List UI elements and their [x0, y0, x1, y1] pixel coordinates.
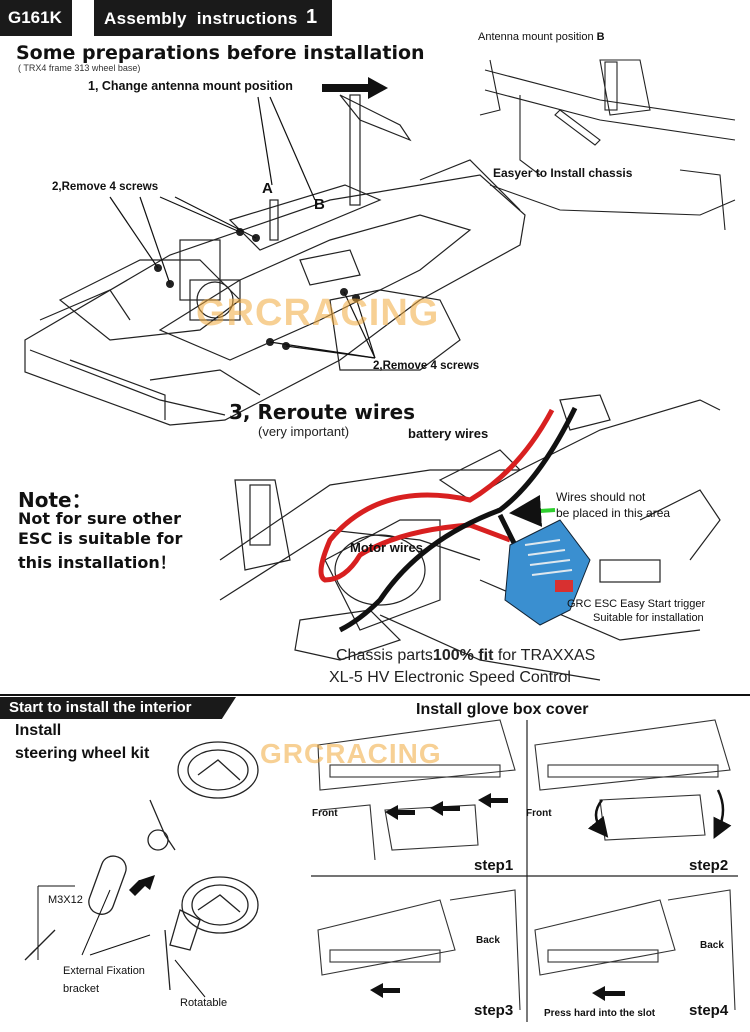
model-code: G161K — [8, 8, 62, 27]
steer-title-line2: steering wheel kit — [15, 745, 150, 762]
note-line2: ESC is suitable for — [18, 529, 183, 548]
green-arrow-icon — [509, 494, 556, 527]
reroute-subtitle: (very important) — [258, 424, 350, 439]
step1-label: step1 — [474, 857, 514, 874]
glove-title: Install glove box cover — [416, 701, 589, 718]
back-label-2: Back — [700, 940, 724, 951]
front-label-1: Front — [312, 808, 338, 819]
esc-line1: GRC ESC Easy Start trigger — [567, 598, 706, 610]
reroute-title: 3, Reroute wires — [229, 400, 416, 424]
press-label: Press hard into the slot — [544, 1008, 656, 1019]
fit-suffix: for TRAXXAS — [493, 647, 596, 664]
header-separator — [72, 0, 94, 36]
step4-label: step4 — [689, 1002, 729, 1019]
step-change-antenna: 1, Change antenna mount position — [88, 79, 293, 93]
label-b: B — [314, 196, 325, 213]
fit-prefix: Chassis parts — [336, 647, 433, 664]
note-title: Note： — [18, 488, 92, 512]
rotatable-label: Rotatable — [180, 997, 228, 1009]
inset-title-letter: B — [596, 31, 605, 43]
front-label-2: Front — [526, 808, 552, 819]
warning-line1: Wires should not — [556, 490, 646, 504]
steer-title-line1: Install — [15, 722, 62, 739]
back-label-1: Back — [476, 935, 500, 946]
inset-b-drawing — [479, 59, 736, 231]
glove-drawings — [317, 719, 736, 1011]
inset-caption: Easyer to Install chassis — [493, 166, 633, 180]
watermark: GRCRACING — [196, 292, 440, 334]
section-divider — [0, 694, 750, 696]
fit-line1: Chassis parts100% fit for TRAXXAS — [336, 647, 595, 665]
step-remove-screws-bottom: 2,Remove 4 screws — [373, 360, 480, 372]
interior-title: Start to install the interior — [9, 699, 192, 716]
motor-wires-label: Motor wires — [350, 540, 423, 555]
screw-size-label: M3X12 — [48, 894, 83, 906]
note-line3: this installation！ — [18, 553, 176, 572]
bracket-label-line1: External Fixation — [63, 965, 145, 977]
section-subtitle: ( TRX4 frame 313 wheel base) — [18, 63, 141, 73]
inset-title-text: Antenna mount position — [478, 31, 597, 43]
red-wire — [318, 408, 555, 583]
fit-line2: XL-5 HV Electronic Speed Control — [329, 669, 571, 686]
page-title: Assembly instructions — [104, 9, 298, 28]
watermark-2: GRCRACING — [260, 738, 442, 769]
chassis-drawing — [24, 94, 526, 426]
section-title: Some preparations before installation — [16, 42, 425, 64]
warning-line2: be placed in this area — [556, 506, 671, 520]
leader-lines — [109, 96, 376, 359]
black-wire — [338, 406, 578, 633]
esc-unit — [504, 519, 591, 626]
esc-line2: Suitable for installation — [593, 612, 704, 624]
step-remove-screws-top: 2,Remove 4 screws — [52, 181, 159, 193]
glove-arrows — [370, 793, 625, 1001]
grc-logo-icon — [703, 10, 735, 42]
note-line1: Not for sure other — [18, 509, 182, 528]
interior-bar — [0, 697, 236, 719]
bracket-label-line2: bracket — [63, 983, 100, 995]
battery-wires-label: battery wires — [408, 426, 489, 441]
section3-drawing — [219, 394, 721, 681]
inset-title: Antenna mount position B — [478, 31, 605, 43]
page-number: 1 — [306, 6, 318, 28]
header-bar — [0, 0, 332, 36]
steering-drawing — [24, 741, 259, 991]
label-a: A — [262, 180, 273, 197]
step3-label: step3 — [474, 1002, 514, 1019]
direction-arrow-icon — [322, 77, 388, 99]
fit-bold: 100% fit — [432, 647, 494, 664]
step2-label: step2 — [689, 857, 729, 874]
steering-arrow-icon — [129, 875, 155, 896]
